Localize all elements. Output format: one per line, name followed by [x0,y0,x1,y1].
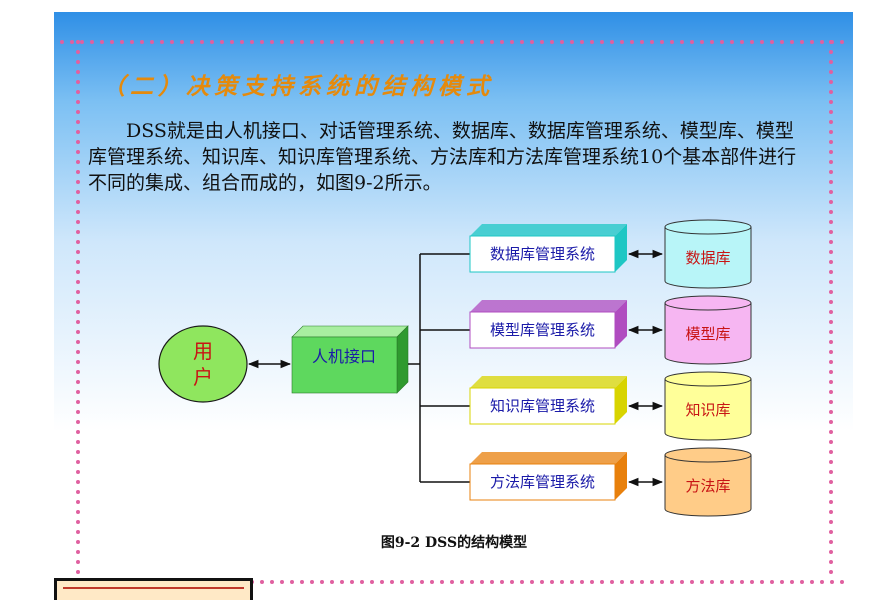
store-cylinder-top [664,295,752,311]
row-knowledge: 知识库管理系统 知识库 [469,371,752,441]
store-cylinder-body [664,227,752,289]
store-label: 知识库 [685,401,730,419]
store-label: 模型库 [685,325,730,343]
interface-box: 人机接口 [291,325,409,394]
system-box-top [470,452,627,464]
next-slide-preview-line [63,587,244,593]
connector-lines [408,253,470,483]
store-cylinder-top [664,447,752,463]
slide: 用 户 人机接口 数据库管理系统 数据库模型库管理系统 模型库知识库管理系统 知识库方… [54,12,853,598]
section-heading: （二）决策支持系统的结构模式 [102,73,494,100]
store-cylinder-body [664,379,752,441]
next-slide-preview [54,578,253,600]
row-db: 数据库管理系统 数据库 [469,219,752,289]
store-cylinder-top [664,371,752,387]
system-box-top [470,224,627,236]
store-cylinder-body [664,455,752,517]
system-label: 知识库管理系统 [490,397,595,415]
system-box-face [469,311,616,349]
row-model: 模型库管理系统 模型库 [469,295,752,365]
system-box-face [469,235,616,273]
figure-caption: 图9-2 DSS的结构模型 [381,534,527,551]
interface-label: 人机接口 [312,347,376,366]
store-label: 数据库 [685,249,730,267]
system-box-side [615,300,627,348]
system-box-face [469,463,616,501]
system-label: 方法库管理系统 [490,473,595,491]
system-box-side [615,452,627,500]
system-label: 数据库管理系统 [490,245,595,263]
system-box-side [615,376,627,424]
row-method: 方法库管理系统 方法库 [469,447,752,517]
system-box-top [470,376,627,388]
system-label: 模型库管理系统 [490,321,595,339]
user-label-line1: 用 [193,339,213,363]
user-node: 用 户 [158,325,248,403]
system-box-side [615,224,627,272]
store-cylinder-top [664,219,752,235]
store-cylinder-body [664,303,752,365]
intro-paragraph: DSS就是由人机接口、对话管理系统、数据库、数据库管理系统、模型库、模型库管理系… [88,120,797,194]
user-label-line2: 户 [193,365,213,389]
system-box-top [470,300,627,312]
store-label: 方法库 [685,477,730,495]
system-box-face [469,387,616,425]
